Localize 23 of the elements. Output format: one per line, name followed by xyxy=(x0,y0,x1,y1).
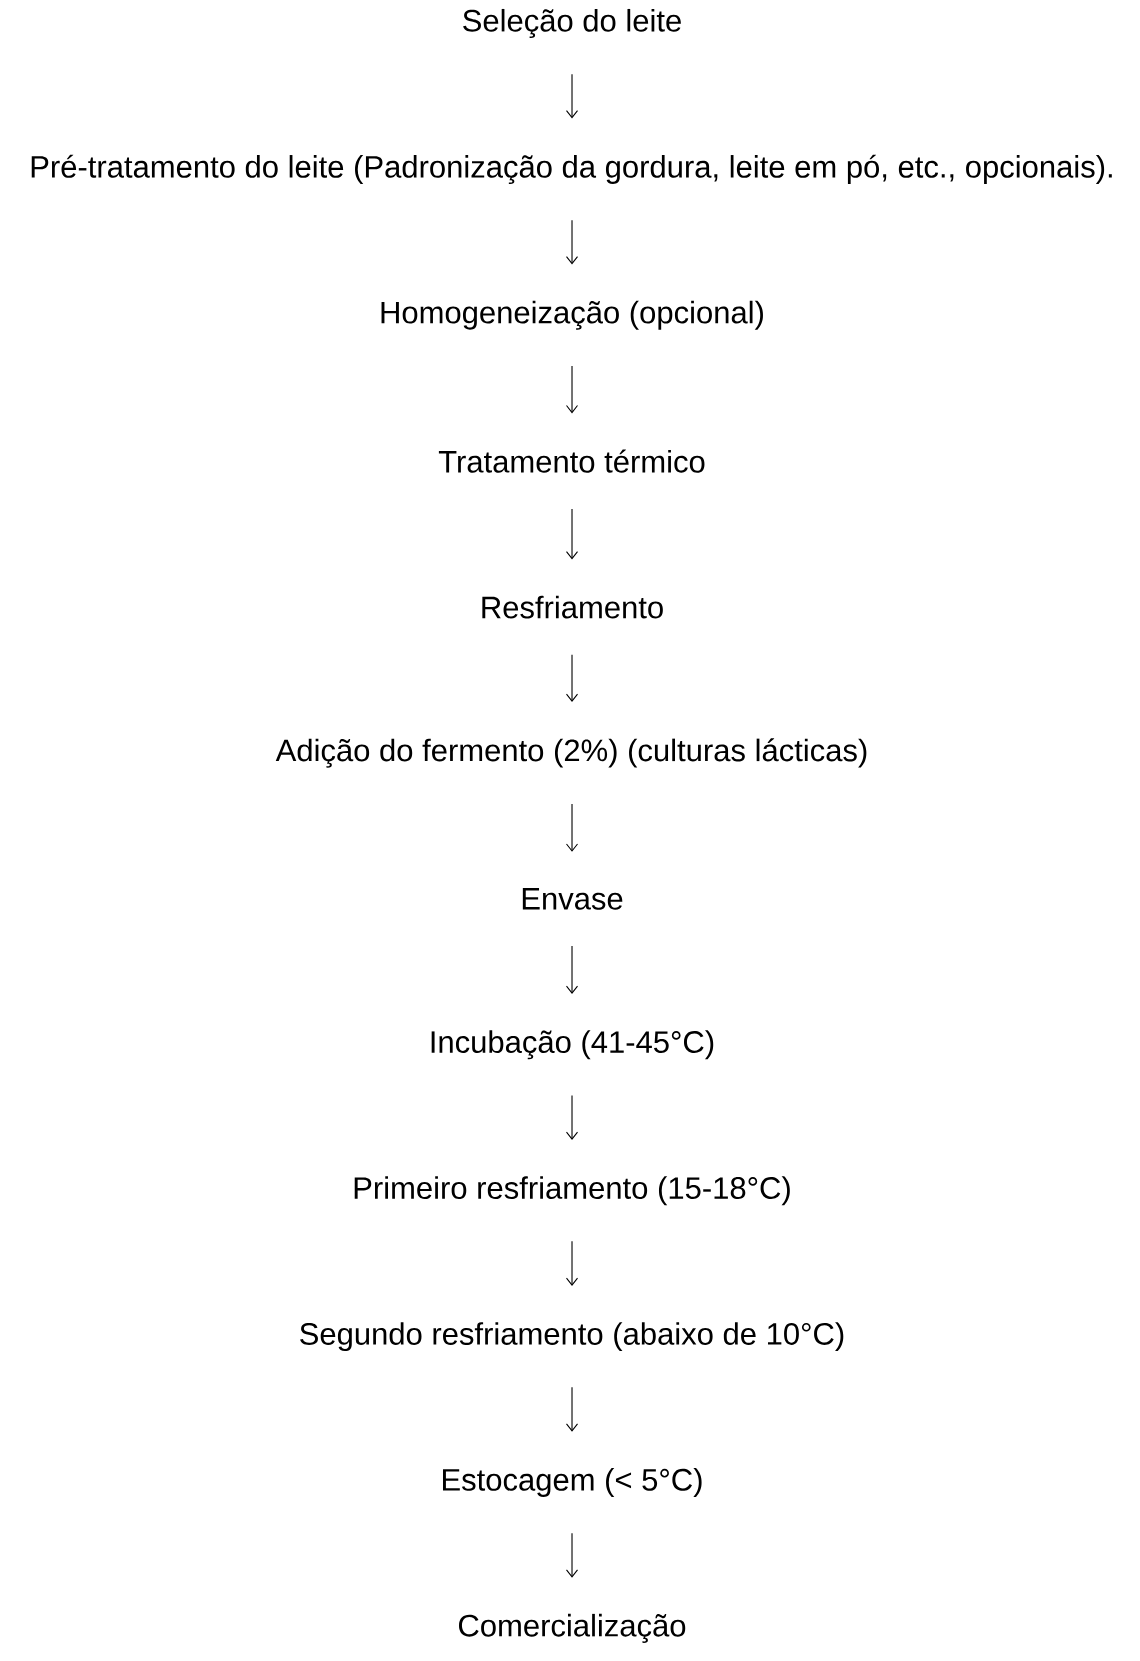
step-text: Primeiro resfriamento (15-18°C) xyxy=(354,1176,790,1206)
arrow xyxy=(565,219,579,265)
step-text: Tratamento térmico xyxy=(438,449,705,473)
step-text: Homogeneização (opcional) xyxy=(381,300,763,330)
step-text: Seleção do leite xyxy=(463,8,681,38)
arrow xyxy=(565,508,579,560)
arrow xyxy=(565,1386,579,1432)
arrow xyxy=(565,654,579,703)
step-text: Envase xyxy=(522,888,623,910)
arrow xyxy=(565,1240,579,1286)
arrow xyxy=(565,1094,579,1141)
step-text: Segundo resfriamento (abaixo de 10°C) xyxy=(300,1322,844,1352)
step-text: Resfriamento xyxy=(482,595,663,619)
arrow xyxy=(565,945,579,995)
step-text: Estocagem (< 5°C) xyxy=(443,1468,702,1497)
arrow xyxy=(565,365,579,414)
arrow xyxy=(565,1532,579,1578)
step-text: Adição do fermento (2%) (culturas lácticas) xyxy=(275,738,867,768)
step-text: Pré-tratamento do leite (Padronização da gordura, leite em pó, etc., opcionais). xyxy=(31,154,1112,185)
arrow xyxy=(565,803,579,852)
step-text: Comercialização xyxy=(459,1613,686,1643)
step-text: Incubação (41-45°C) xyxy=(431,1030,714,1060)
arrow xyxy=(565,73,579,119)
